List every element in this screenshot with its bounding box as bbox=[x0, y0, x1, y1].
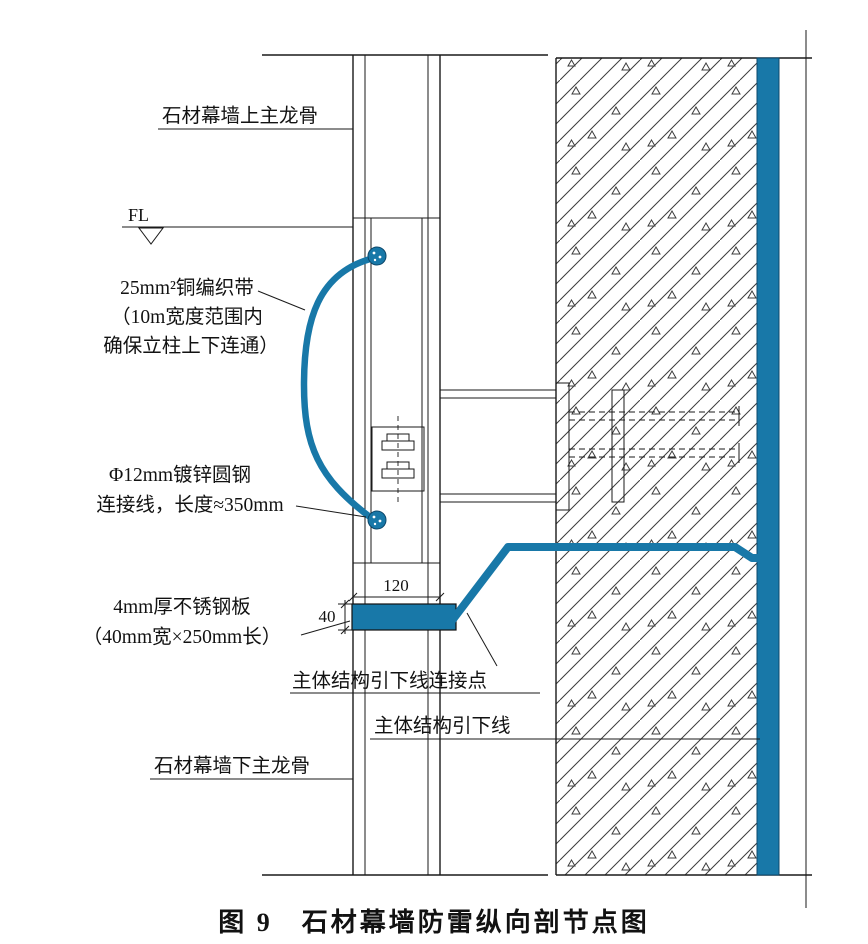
mullion-keel bbox=[262, 54, 548, 876]
level-triangle-icon bbox=[138, 227, 164, 245]
copper-braid-leader bbox=[257, 290, 306, 311]
steel-plate-leader bbox=[300, 620, 351, 636]
label-connection-point: 主体结构引下线连接点 bbox=[292, 670, 487, 692]
label-steel-rod-1: Φ12mm镀锌圆钢 bbox=[109, 464, 251, 486]
label-steel-plate-1: 4mm厚不锈钢板 bbox=[113, 596, 251, 618]
concrete-hatch-area bbox=[556, 58, 757, 875]
dimension-120: 120 bbox=[348, 576, 445, 602]
bracket-top-arm bbox=[440, 389, 556, 399]
dimension-40: 40 bbox=[319, 599, 353, 635]
steel-rod-leader bbox=[295, 505, 367, 518]
label-steel-rod-2: 连接线，长度≈350mm bbox=[96, 494, 283, 516]
label-copper-braid-3: 确保立柱上下连通） bbox=[103, 335, 279, 357]
floor-level-marker: FL bbox=[122, 205, 353, 245]
embed-channel bbox=[611, 389, 625, 503]
bolt-dot-icon bbox=[372, 515, 376, 519]
bolt-nut-2 bbox=[381, 468, 415, 479]
connection-point-leader bbox=[466, 612, 498, 667]
lightning-protection-elements bbox=[300, 246, 762, 631]
label-top-keel: 石材幕墙上主龙骨 bbox=[162, 105, 318, 127]
dim-value-40: 40 bbox=[319, 607, 336, 626]
bolt-group bbox=[371, 416, 425, 504]
leader-lines bbox=[150, 128, 760, 780]
stainless-steel-plate bbox=[351, 603, 457, 631]
bolt-dot-icon bbox=[378, 519, 382, 523]
copper-braid-curve bbox=[300, 254, 378, 521]
embed-plate bbox=[555, 382, 570, 511]
bolt-dot-icon bbox=[378, 255, 382, 259]
label-steel-plate-2: （40mm宽×250mm长） bbox=[83, 626, 281, 648]
label-copper-braid-2: （10m宽度范围内 bbox=[111, 306, 263, 328]
anchor-bar-top bbox=[569, 411, 737, 421]
braid-bolt-top-circle bbox=[367, 246, 387, 266]
bracket-assembly bbox=[440, 382, 740, 511]
bolt-dot-icon bbox=[372, 251, 376, 255]
figure-title: 图 9 石材幕墙防雷纵向剖节点图 bbox=[218, 907, 650, 937]
text-labels: 石材幕墙上主龙骨 25mm²铜编织带 （10m宽度范围内 确保立柱上下连通） Φ… bbox=[83, 105, 511, 777]
label-down-conductor: 主体结构引下线 bbox=[374, 715, 511, 737]
floor-level-label: FL bbox=[128, 205, 149, 225]
anchor-bar-bottom bbox=[569, 448, 737, 458]
bolt-nut-1 bbox=[381, 440, 415, 451]
dim-value-120: 120 bbox=[383, 576, 409, 595]
bolt-dot-icon bbox=[373, 522, 377, 526]
bolt-dot-icon bbox=[373, 258, 377, 262]
dim-ticks-120 bbox=[348, 592, 445, 602]
label-copper-braid-1: 25mm²铜编织带 bbox=[120, 277, 254, 299]
bracket-bottom-arm bbox=[440, 493, 556, 503]
braid-bolt-bottom bbox=[367, 510, 387, 530]
braid-bolt-top bbox=[367, 246, 387, 266]
dim-ticks-40 bbox=[340, 599, 350, 635]
round-steel-connector bbox=[447, 543, 762, 626]
label-bottom-keel: 石材幕墙下主龙骨 bbox=[154, 755, 310, 777]
down-conductor-bar bbox=[756, 57, 780, 876]
braid-bolt-bottom-circle bbox=[367, 510, 387, 530]
